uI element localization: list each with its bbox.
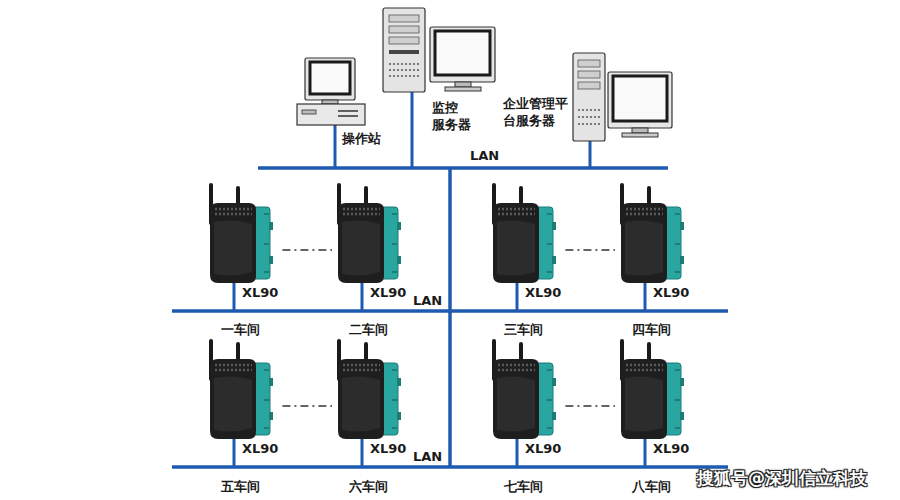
device-link-line <box>565 249 615 251</box>
device-model-label: XL90 <box>525 285 561 302</box>
network-label: LAN <box>413 449 442 465</box>
device-model-label: XL90 <box>370 441 406 458</box>
xl90-device-node: XL90 <box>615 337 693 460</box>
vent <box>389 63 419 65</box>
xl90-device-node: XL90 <box>332 181 410 304</box>
monitor-stand <box>632 128 648 133</box>
workshop-label: 三车间 <box>483 322 563 338</box>
monitor-screen <box>310 62 350 94</box>
vent <box>389 75 419 77</box>
workshop-label: 四车间 <box>611 322 691 338</box>
monitor-stand <box>455 82 471 87</box>
computer-node: 操作站 <box>295 55 385 150</box>
monitor-screen <box>435 31 490 75</box>
monitor-bezel <box>430 27 495 82</box>
drive-bay <box>578 71 600 78</box>
case-slot <box>338 110 358 112</box>
device-link-line <box>565 405 615 407</box>
monitor-base <box>622 133 658 137</box>
xl90-device-node: XL90 <box>204 181 282 304</box>
case-slot <box>338 115 358 117</box>
drive-slot <box>302 110 316 114</box>
device-model-label: XL90 <box>653 441 689 458</box>
xl90-device-node: XL90 <box>204 337 282 460</box>
vent <box>578 116 600 118</box>
monitor-bezel <box>305 58 355 100</box>
xl90-device-node: XL90 <box>615 181 693 304</box>
device-model-label: XL90 <box>653 285 689 302</box>
network-label: LAN <box>413 293 442 309</box>
vent <box>578 123 600 125</box>
pc-case <box>297 104 365 125</box>
drive-bay <box>389 50 419 54</box>
computer-label: 企业管理平 台服务器 <box>503 96 572 130</box>
device-link-line <box>282 405 332 407</box>
workshop-label: 一车间 <box>200 322 280 338</box>
xl90-device-node: XL90 <box>487 337 565 460</box>
device-model-label: XL90 <box>242 441 278 458</box>
device-link-line <box>282 249 332 251</box>
monitor-bezel <box>608 72 672 128</box>
workshop-label: 八车间 <box>611 479 691 495</box>
vent <box>389 69 419 71</box>
drive-bay <box>578 60 600 67</box>
computer-label: 监控 服务器 <box>432 100 475 134</box>
server-icon <box>383 8 495 92</box>
server-tower <box>573 53 605 141</box>
workshop-label: 五车间 <box>200 479 280 495</box>
server-tower <box>383 8 425 92</box>
device-model-label: XL90 <box>370 285 406 302</box>
device-model-label: XL90 <box>242 285 278 302</box>
lan-drop <box>334 125 337 168</box>
desktop-pc-icon <box>297 58 365 125</box>
server-icon <box>573 53 672 141</box>
xl90-device-node: XL90 <box>487 181 565 304</box>
monitor-base <box>445 87 481 91</box>
computer-node: 监控 服务器 <box>380 5 500 136</box>
workshop-label: 二车间 <box>328 322 408 338</box>
monitor-screen <box>613 76 667 121</box>
computer-node: 企业管理平 台服务器 <box>500 50 676 145</box>
workshop-label: 六车间 <box>328 479 408 495</box>
network-label: LAN <box>470 148 499 164</box>
drive-bay <box>389 15 419 22</box>
computer-label: 操作站 <box>342 131 381 148</box>
lan-drop <box>589 141 592 168</box>
workshop-label: 七车间 <box>483 479 563 495</box>
lan-drop <box>411 92 414 168</box>
lan-bus <box>258 166 668 170</box>
xl90-device-node: XL90 <box>332 337 410 460</box>
device-model-label: XL90 <box>525 441 561 458</box>
lan-trunk <box>448 168 452 467</box>
drive-bay <box>578 82 600 89</box>
drive-bay <box>389 26 419 33</box>
watermark: 搜狐号@深圳信立科技 <box>697 468 867 488</box>
vent <box>578 109 600 111</box>
drive-bay <box>389 37 419 44</box>
